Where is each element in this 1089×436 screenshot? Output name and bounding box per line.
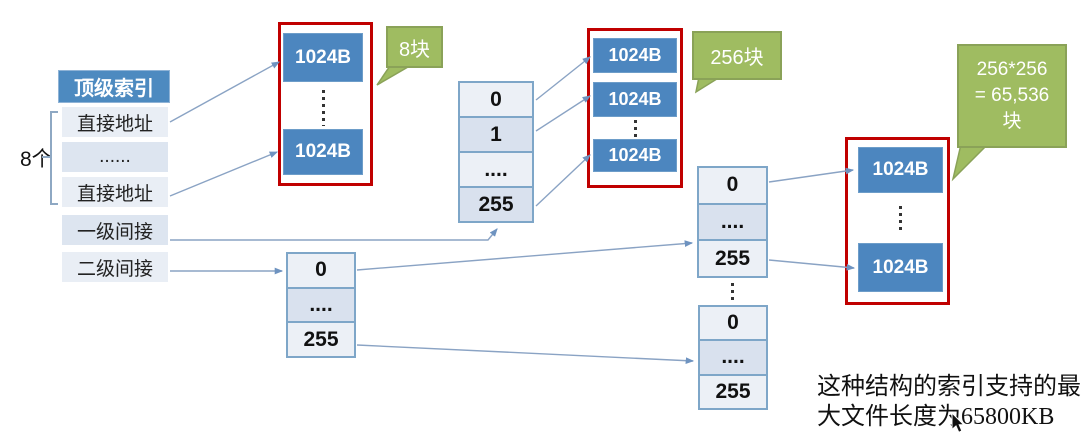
data-block: 1024B — [858, 243, 943, 292]
row-direct-address-1: 直接地址 — [62, 107, 168, 137]
ellipsis-vertical-icon — [634, 120, 637, 137]
table-cell: 255 — [288, 321, 354, 357]
top-index-table: 直接地址 ...... 直接地址 一级间接 二级间接 — [62, 107, 168, 282]
ellipsis-vertical-icon — [322, 90, 325, 126]
table-cell: 255 — [699, 239, 766, 277]
table-cell: 1 — [460, 116, 532, 151]
count-bracket-tick — [42, 156, 51, 158]
row-double-indirect: 二级间接 — [62, 252, 168, 282]
double-indirect-level2-table-top: 0 .... 255 — [697, 166, 768, 278]
callout-65536-blocks: 256*256 = 65,536 块 — [957, 44, 1067, 148]
data-block: 1024B — [593, 139, 677, 172]
note-line-2: 大文件长度为65800KB — [817, 404, 1055, 430]
data-block: 1024B — [858, 147, 943, 193]
single-indirect-table: 0 1 .... 255 — [458, 81, 534, 223]
ellipsis-vertical-icon — [731, 283, 734, 302]
callout-256-blocks: 256块 — [692, 31, 782, 80]
table-cell: .... — [460, 151, 532, 186]
top-index-header: 顶级索引 — [58, 70, 170, 103]
row-ellipsis: ...... — [62, 142, 168, 172]
data-block: 1024B — [283, 129, 363, 175]
double-indirect-level1-table: 0 .... 255 — [286, 252, 356, 358]
table-cell: 0 — [288, 254, 354, 287]
callout-line: = 65,536 — [974, 85, 1050, 106]
max-file-size-note: 这种结构的索引支持的最 大文件长度为65800KB — [817, 372, 1081, 432]
table-cell: .... — [700, 339, 766, 374]
ellipsis-vertical-icon — [899, 206, 902, 233]
callout-8-blocks: 8块 — [386, 26, 443, 68]
row-direct-address-2: 直接地址 — [62, 177, 168, 207]
table-cell: 0 — [699, 168, 766, 203]
data-block: 1024B — [593, 38, 677, 73]
row-single-indirect: 一级间接 — [62, 215, 168, 245]
data-block: 1024B — [283, 33, 363, 82]
table-cell: .... — [288, 286, 354, 322]
callout-line: 256*256 — [976, 59, 1048, 80]
table-cell: .... — [699, 202, 766, 240]
table-cell: 255 — [460, 186, 532, 221]
table-cell: 0 — [460, 83, 532, 116]
callout-line: 块 — [1002, 111, 1022, 132]
note-line-1: 这种结构的索引支持的最 — [817, 374, 1081, 400]
count-bracket — [50, 111, 58, 205]
double-indirect-blocks-frame — [845, 137, 950, 305]
direct-blocks-frame — [278, 22, 373, 186]
double-indirect-level2-table-bottom: 0 .... 255 — [698, 305, 768, 410]
data-block: 1024B — [593, 82, 677, 117]
table-cell: 0 — [700, 307, 766, 340]
table-cell: 255 — [700, 373, 766, 408]
direct-count-label: 8个 — [20, 148, 53, 171]
